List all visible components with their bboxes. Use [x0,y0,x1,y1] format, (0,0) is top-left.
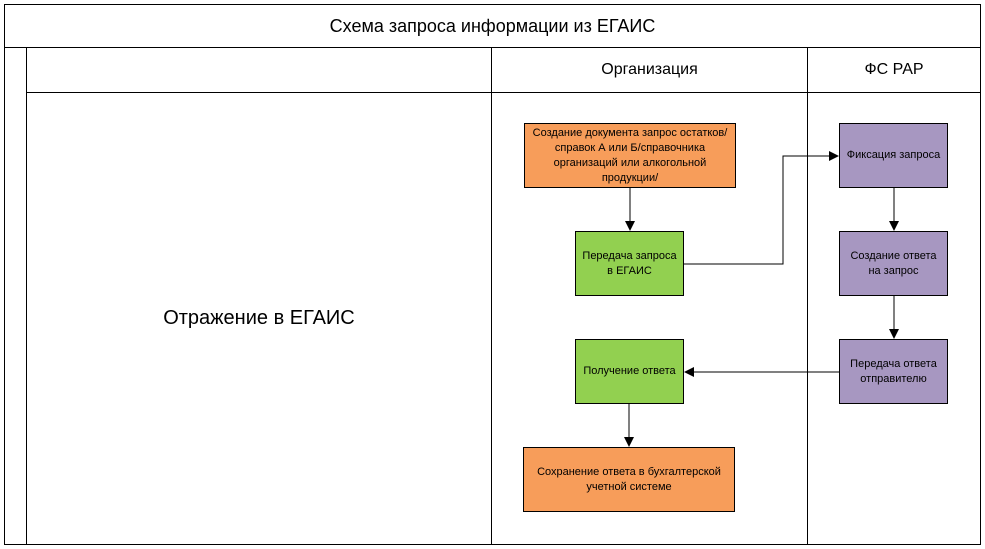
node-receive-response[interactable]: Получение ответа [575,339,684,404]
frame-right [980,4,981,545]
node-register-request[interactable]: Фиксация запроса [839,123,948,188]
arrow-send-to-register [684,151,839,265]
header-divider [26,92,981,93]
frame-top [4,4,981,5]
frame-left [4,4,5,545]
lane-divider-org [491,47,492,545]
node-create-response[interactable]: Создание ответа на запрос [839,231,948,296]
node-send-response[interactable]: Передача ответа отправителю [839,339,948,404]
diagram-title: Схема запроса информации из ЕГАИС [329,15,656,36]
frame-bottom [4,544,981,545]
node-create-request[interactable]: Создание документа запрос остатков/справ… [524,123,736,188]
lane-header-organization: Организация [601,61,698,78]
node-send-request[interactable]: Передача запроса в ЕГАИС [575,231,684,296]
row-label: Отражение в ЕГАИС [163,307,355,329]
node-save-response[interactable]: Сохранение ответа в бухгалтерской учетно… [523,447,735,512]
lane-header-fsrar: ФС РАР [864,61,924,78]
lane-divider-fsrar [807,47,808,545]
left-strip-divider [26,47,27,545]
title-divider [4,47,981,48]
